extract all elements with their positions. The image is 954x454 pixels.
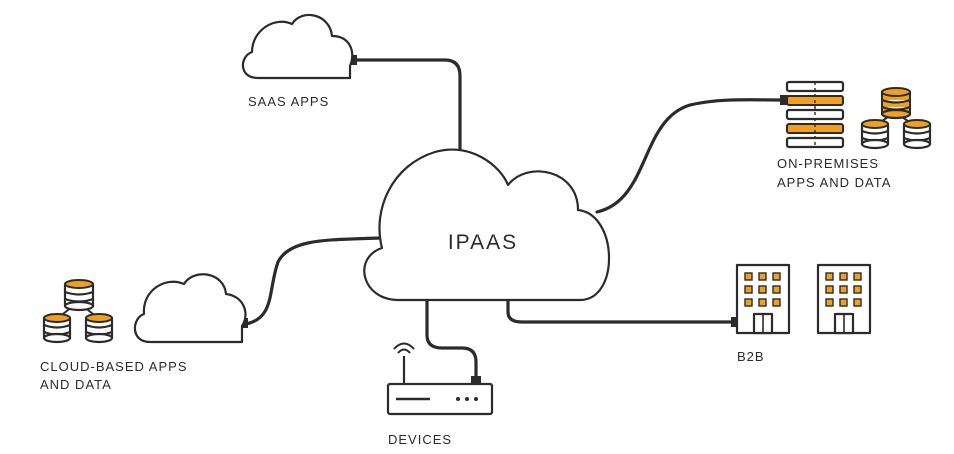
on-premises-node: ON-PREMISES APPS AND DATA — [777, 80, 932, 190]
on-premises-label-line-1: ON-PREMISES — [777, 156, 879, 171]
cloud-icon — [363, 148, 611, 302]
cable-on-premises — [595, 98, 786, 214]
saas-apps-label: SAAS APPS — [248, 94, 329, 109]
office-building-icon — [735, 263, 791, 335]
on-premises-label-line-2: APPS AND DATA — [777, 175, 891, 190]
ipaas-cloud: IPAAS — [363, 148, 611, 302]
cloud-icon — [133, 273, 247, 344]
cloud-based-label-line-1: CLOUD-BASED APPS — [40, 359, 188, 374]
b2b-node: B2B — [735, 263, 872, 364]
cloud-based-node: CLOUD-BASED APPS AND DATA — [40, 273, 247, 392]
office-building-icon — [816, 263, 872, 335]
connections — [244, 58, 786, 380]
cloud-based-label-line-2: AND DATA — [40, 377, 112, 392]
database-cluster-icon — [860, 87, 932, 150]
devices-label: DEVICES — [388, 432, 452, 447]
cloud-icon — [241, 14, 354, 80]
cable-cloud-based — [244, 236, 382, 326]
ipaas-label: IPAAS — [448, 231, 518, 254]
devices-node: DEVICES — [386, 342, 494, 447]
cable-b2b — [506, 298, 735, 324]
saas-apps-node: SAAS APPS — [241, 14, 354, 109]
router-icon — [386, 342, 494, 416]
cable-devices — [425, 298, 478, 380]
b2b-label: B2B — [737, 349, 765, 364]
database-cluster-icon — [42, 279, 114, 344]
cable-saas — [354, 58, 462, 152]
server-rack-icon — [785, 80, 845, 149]
